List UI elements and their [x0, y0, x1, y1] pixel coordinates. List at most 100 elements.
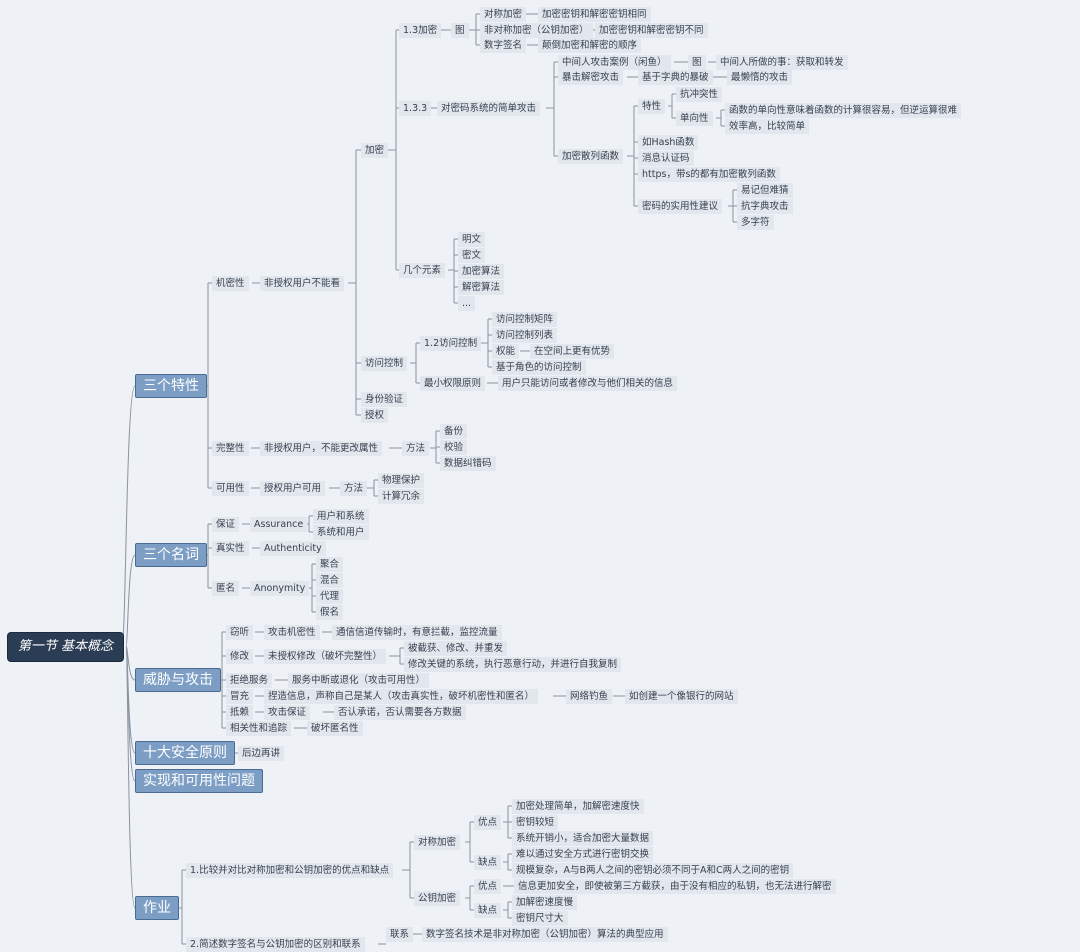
topic-implementation-usability[interactable]: 实现和可用性问题 — [135, 769, 263, 793]
node[interactable]: 密钥较短 — [512, 815, 559, 830]
node[interactable]: Anonymity — [250, 581, 310, 596]
node[interactable]: 用户和系统 — [313, 509, 369, 524]
node[interactable]: 方法 — [402, 441, 430, 456]
node[interactable]: 解密算法 — [458, 280, 505, 295]
node[interactable]: 网络钓鱼 — [566, 689, 613, 704]
node[interactable]: 抵赖 — [226, 705, 254, 720]
node[interactable]: 被截获、修改、并重发 — [404, 641, 508, 656]
topic-three-nouns[interactable]: 三个名词 — [135, 543, 207, 567]
node[interactable]: 备份 — [440, 424, 468, 439]
node[interactable]: Authenticity — [260, 541, 326, 556]
node[interactable]: 匿名 — [212, 581, 240, 596]
node[interactable]: 对称加密 — [414, 835, 461, 850]
node[interactable]: 最小权限原则 — [420, 376, 486, 391]
node[interactable]: 1.比较并对比对称加密和公钥加密的优点和缺点 — [186, 863, 394, 878]
node[interactable]: 优点 — [474, 879, 502, 894]
node[interactable]: 密钥尺寸大 — [512, 911, 568, 926]
node[interactable]: 明文 — [458, 232, 486, 247]
node[interactable]: 聚合 — [316, 557, 344, 572]
node[interactable]: 多字符 — [737, 215, 774, 230]
node[interactable]: 2.简述数字签名与公钥加密的区别和联系 — [186, 937, 365, 952]
node[interactable]: 对密码系统的简单攻击 — [437, 101, 541, 116]
node[interactable]: 几个元素 — [399, 263, 446, 278]
node[interactable]: 基于角色的访问控制 — [492, 360, 586, 375]
node[interactable]: 破坏匿名性 — [307, 721, 363, 736]
node[interactable]: 数字签名 — [480, 38, 527, 53]
node[interactable]: 基于字典的暴破 — [638, 70, 713, 85]
node[interactable]: 最懒惰的攻击 — [727, 70, 793, 85]
node[interactable]: 单向性 — [676, 111, 713, 126]
node[interactable]: 1.2访问控制 — [420, 336, 482, 351]
node[interactable]: 代理 — [316, 589, 344, 604]
node[interactable]: 1.3.3 — [399, 101, 432, 116]
node[interactable]: 缺点 — [474, 903, 502, 918]
node[interactable]: 消息认证码 — [638, 151, 694, 166]
node[interactable]: 图 — [688, 55, 706, 70]
node[interactable]: 加密散列函数 — [558, 149, 624, 164]
node[interactable]: 相关性和追踪 — [226, 721, 292, 736]
node[interactable]: 服务中断或退化（攻击可用性） — [288, 673, 430, 688]
node[interactable]: https，带s的都有加密散列函数 — [638, 167, 780, 182]
node[interactable]: 授权用户可用 — [260, 481, 326, 496]
node[interactable]: 加密算法 — [458, 264, 505, 279]
topic-threats-attacks[interactable]: 威胁与攻击 — [135, 668, 221, 692]
node[interactable]: 优点 — [474, 815, 502, 830]
node[interactable]: 否认承诺，否认需要各方数据 — [334, 705, 466, 720]
node[interactable]: 物理保护 — [378, 473, 425, 488]
node[interactable]: 加密处理简单，加解密速度快 — [512, 799, 644, 814]
node[interactable]: 假名 — [316, 605, 344, 620]
node[interactable]: 方法 — [340, 481, 368, 496]
node[interactable]: 中间人攻击案例（闲鱼） — [558, 55, 671, 70]
node[interactable]: 修改关键的系统，执行恶意行动，并进行自我复制 — [404, 657, 622, 672]
node[interactable]: 如创建一个像银行的网站 — [625, 689, 738, 704]
topic-ten-security-principles[interactable]: 十大安全原则 — [135, 741, 235, 765]
node[interactable]: 可用性 — [212, 481, 249, 496]
node[interactable]: 密文 — [458, 248, 486, 263]
node[interactable]: 访问控制矩阵 — [492, 312, 558, 327]
node[interactable]: 权能 — [492, 344, 520, 359]
node[interactable]: 修改 — [226, 649, 254, 664]
topic-three-properties[interactable]: 三个特性 — [135, 374, 207, 398]
node[interactable]: 数据纠错码 — [440, 456, 496, 471]
node[interactable]: 难以通过安全方式进行密钥交换 — [512, 847, 654, 862]
topic-homework[interactable]: 作业 — [135, 896, 179, 920]
node[interactable]: 系统和用户 — [313, 525, 369, 540]
node[interactable]: 在空间上更有优势 — [530, 344, 615, 359]
node[interactable]: 信息更加安全，即使被第三方截获，由于没有相应的私钥，也无法进行解密 — [514, 879, 836, 894]
node[interactable]: 数字签名技术是非对称加密（公钥加密）算法的典型应用 — [422, 927, 668, 942]
node[interactable]: 图 — [451, 23, 469, 38]
node[interactable]: 公钥加密 — [414, 891, 461, 906]
node[interactable]: 非对称加密（公钥加密） — [480, 23, 593, 38]
node[interactable]: 规模复杂，A与B两人之间的密钥必须不同于A和C两人之间的密钥 — [512, 863, 794, 878]
node[interactable]: 加解密速度慢 — [512, 895, 578, 910]
node[interactable]: 计算冗余 — [378, 489, 425, 504]
node[interactable]: 对称加密 — [480, 7, 527, 22]
node[interactable]: 特性 — [638, 99, 666, 114]
node[interactable]: 未授权修改（破坏完整性） — [264, 649, 387, 664]
root-topic[interactable]: 第一节 基本概念 — [7, 632, 124, 662]
node[interactable]: 效率高，比较简单 — [725, 119, 810, 134]
node[interactable]: 非授权用户不能看 — [260, 276, 345, 291]
node[interactable]: 捏造信息，声称自己是某人（攻击真实性，破坏机密性和匿名） — [264, 689, 539, 704]
node[interactable]: 加密密钥和解密密钥相同 — [538, 7, 651, 22]
node[interactable]: 攻击机密性 — [264, 625, 320, 640]
node[interactable]: 非授权用户，不能更改属性 — [260, 441, 383, 456]
node[interactable]: 暴击解密攻击 — [558, 70, 624, 85]
node[interactable]: 系统开销小，适合加密大量数据 — [512, 831, 654, 846]
node[interactable]: 函数的单向性意味着函数的计算很容易，但逆运算很难 — [725, 103, 962, 118]
node[interactable]: 密码的实用性建议 — [638, 199, 723, 214]
node[interactable]: 完整性 — [212, 441, 249, 456]
node[interactable]: 中间人所做的事：获取和转发 — [716, 55, 848, 70]
node[interactable]: Assurance — [250, 517, 308, 532]
node[interactable]: 混合 — [316, 573, 344, 588]
node[interactable]: 加密 — [361, 143, 389, 158]
node[interactable]: 用户只能访问或者修改与他们相关的信息 — [498, 376, 678, 391]
node[interactable]: 冒充 — [226, 689, 254, 704]
node[interactable]: 机密性 — [212, 276, 249, 291]
node[interactable]: 加密密钥和解密密钥不同 — [595, 23, 708, 38]
node[interactable]: ... — [458, 296, 476, 311]
node[interactable]: 颠倒加密和解密的顺序 — [538, 38, 642, 53]
node[interactable]: 访问控制列表 — [492, 328, 558, 343]
node[interactable]: 真实性 — [212, 541, 249, 556]
node[interactable]: 1.3加密 — [399, 23, 442, 38]
